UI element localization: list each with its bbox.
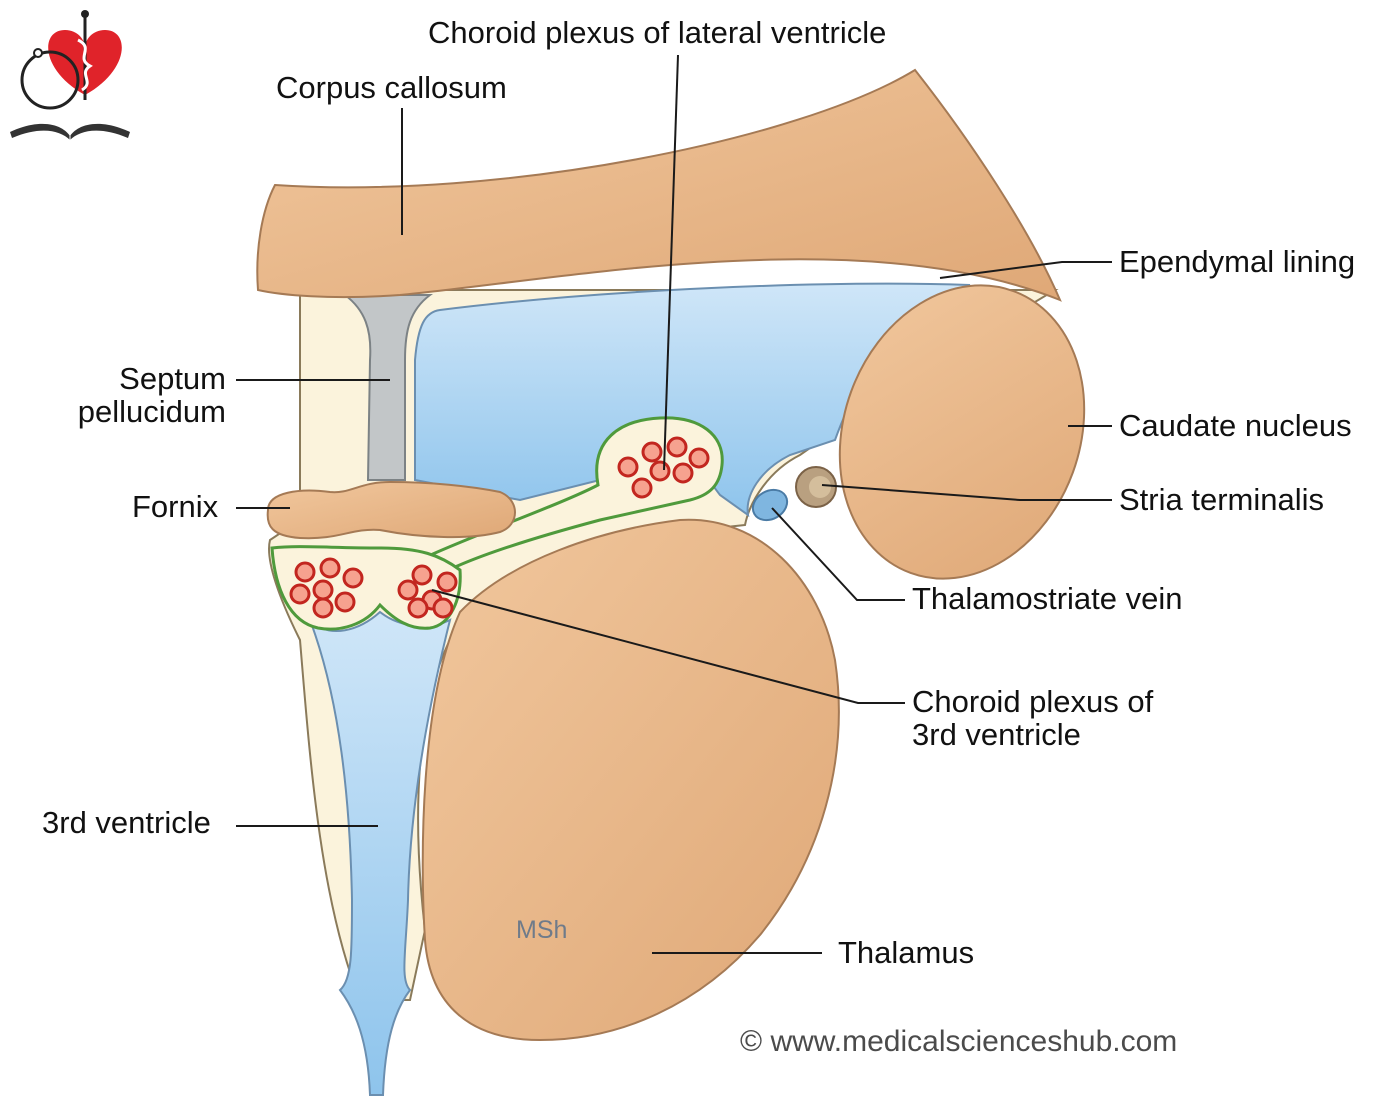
thalamus-shape [421,518,840,1042]
label-fornix: Fornix [132,489,219,524]
label-third-ventricle: 3rd ventricle [42,805,211,840]
thalamostriate-vein-shape [751,488,789,522]
label-ependymal-lining: Ependymal lining [1119,244,1356,279]
label-choroid-third-line1: Choroid plexus of [912,684,1154,719]
label-thalamostriate-vein: Thalamostriate vein [912,581,1183,616]
label-septum-line2: pellucidum [77,394,226,429]
label-thalamus: Thalamus [838,935,975,970]
choroid-lateral-vessels [617,436,710,499]
watermark: MSh [516,916,568,944]
copyright-text: © www.medicalscienceshub.com [740,1025,1178,1058]
label-caudate-nucleus: Caudate nucleus [1119,408,1352,443]
label-stria-terminalis: Stria terminalis [1119,482,1324,517]
septum-pellucidum-shape [342,294,433,481]
label-choroid-plexus-lateral: Choroid plexus of lateral ventricle [428,15,887,50]
label-septum-line1: Septum [119,361,226,396]
leader-lines [236,54,1112,954]
logo [10,10,130,140]
corpus-callosum-shape [256,68,1062,302]
label-choroid-third-line2: 3rd ventricle [912,717,1081,752]
fornix-shape [266,480,516,540]
caudate-nucleus-shape [838,284,1086,580]
label-corpus-callosum: Corpus callosum [276,70,507,105]
label-choroid-plexus-third: Choroid plexus of 3rd ventricle [912,685,1153,751]
label-septum-pellucidum: Septum pellucidum [40,362,226,428]
choroid-third-vessels [289,557,458,619]
